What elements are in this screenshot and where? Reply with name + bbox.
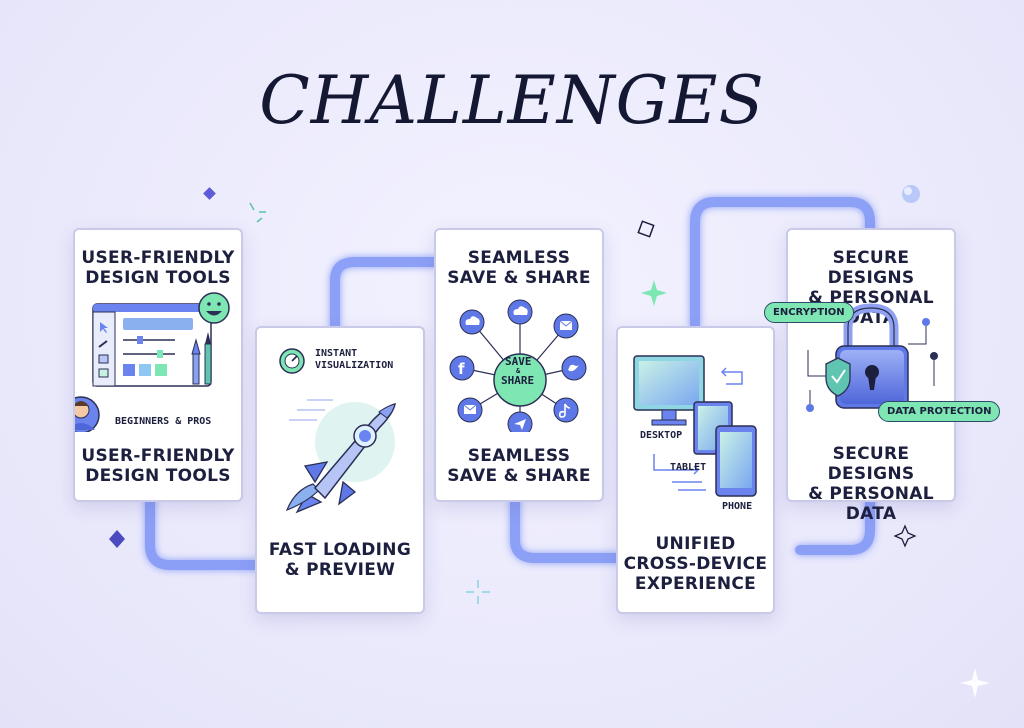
card-heading-bottom: SEAMLESS SAVE & SHARE xyxy=(447,446,591,486)
lock-shackle xyxy=(843,303,899,348)
connector-3-4 xyxy=(510,490,621,563)
page-title: CHALLENGES xyxy=(259,62,765,139)
card-heading-bottom: USER-FRIENDLY DESIGN TOOLS xyxy=(81,446,235,486)
label-desktop: DESKTOP xyxy=(640,430,683,441)
sparkle-corner xyxy=(960,668,990,698)
badge-instant-visualization: INSTANT VISUALIZATION xyxy=(315,348,394,371)
card-save-share: SEAMLESS SAVE & SHARE f SAVE & SHARE SEA… xyxy=(434,228,604,502)
cross-decoration xyxy=(466,580,490,604)
orb-decoration xyxy=(902,185,920,203)
speed-gauge-icon xyxy=(279,348,305,374)
sparkle-decoration xyxy=(249,202,266,223)
save-share-hub xyxy=(493,353,547,407)
connector-2-3 xyxy=(330,257,441,335)
facebook-icon xyxy=(449,355,475,381)
connector-4-5 xyxy=(690,197,875,555)
label-tablet: TABLET xyxy=(670,462,707,473)
connector-1-2 xyxy=(145,490,263,570)
diamond-decoration xyxy=(203,187,216,200)
card-design-tools: USER-FRIENDLY DESIGN TOOLS BEGINNERS & P… xyxy=(73,228,243,502)
card-heading-top: SEAMLESS SAVE & SHARE xyxy=(447,248,591,288)
design-tools-illustration xyxy=(75,292,230,432)
lock-illustration xyxy=(806,303,938,412)
pill-encryption: ENCRYPTION xyxy=(764,302,854,323)
card-fast-loading: INSTANT VISUALIZATION FAST LOADING & PRE… xyxy=(255,326,425,614)
card-heading-bottom: SECURE DESIGNS & PERSONAL DATA xyxy=(808,444,934,524)
share-network-illustration: f xyxy=(449,299,587,432)
tiktok-icon xyxy=(553,397,579,423)
card-secure-data: SECURE DESIGNS & PERSONAL DATA SECURE DE… xyxy=(786,228,956,524)
caption-beginners-pros: BEGINNERS & PROS xyxy=(115,416,212,427)
pill-data-protection: DATA PROTECTION xyxy=(878,401,1001,422)
card-heading: UNIFIED CROSS-DEVICE EXPERIENCE xyxy=(623,534,768,594)
smiley-icon xyxy=(198,292,230,324)
square-decoration xyxy=(637,220,655,238)
card-cross-device: DESKTOP TABLET PHONE UNIFIED CROSS-DEVIC… xyxy=(616,326,775,614)
diamond-decoration-2 xyxy=(109,530,125,548)
hub-label-share: SHARE xyxy=(501,374,535,387)
svg-text:f: f xyxy=(458,360,465,378)
card-heading: FAST LOADING & PREVIEW xyxy=(268,540,412,580)
label-phone: PHONE xyxy=(722,501,753,512)
hub-label-save: SAVE xyxy=(505,355,532,368)
shield-check-icon xyxy=(825,357,851,397)
star-decoration xyxy=(641,280,667,306)
card-heading-top: USER-FRIENDLY DESIGN TOOLS xyxy=(81,248,235,288)
hub-label-amp: & xyxy=(516,367,521,375)
rocket-icon xyxy=(285,399,396,514)
devices-illustration xyxy=(633,355,757,497)
star-outline-decoration xyxy=(893,524,917,548)
